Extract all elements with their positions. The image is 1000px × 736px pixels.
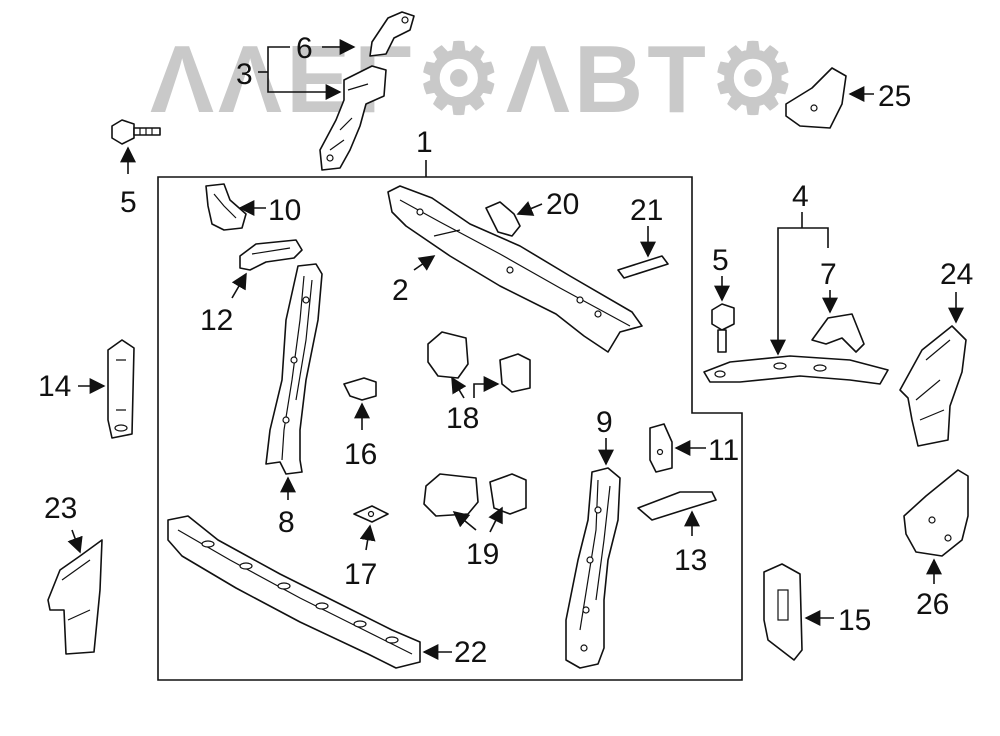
label-21: 21 [630,194,663,227]
part-14-bracket [107,339,135,439]
callout-labels: 1 2 3 4 5 5 6 7 8 9 10 11 12 13 14 15 16… [38,32,973,669]
part-2-upper-support [387,185,643,353]
label-8: 8 [278,506,295,539]
part-12-bracket [239,239,303,271]
label-2: 2 [392,274,409,307]
part-17-clip [353,505,389,523]
label-22: 22 [454,636,487,669]
part-20-bracket [485,201,521,237]
label-20: 20 [546,188,579,221]
assembly-frame [157,176,743,681]
label-14: 14 [38,370,71,403]
part-22-lower-support [167,515,421,669]
part-19-mount [423,473,527,517]
part-26-bracket [903,469,969,557]
label-19: 19 [466,538,499,571]
label-12: 12 [200,304,233,337]
label-4: 4 [792,180,809,213]
label-25: 25 [878,80,911,113]
part-11-bracket [649,423,673,473]
label-1: 1 [416,126,433,159]
label-23: 23 [44,492,77,525]
part-9-side-support-right [565,467,621,669]
label-17: 17 [344,558,377,591]
part-4-crossmember [703,355,889,385]
part-10-bracket [205,183,247,231]
part-25-bracket [785,67,847,129]
label-3: 3 [236,58,253,91]
label-5-left: 5 [120,186,137,219]
leader-lines [67,39,964,660]
part-5-bolt-left [111,119,161,145]
part-5-bolt-right [711,303,735,353]
label-24: 24 [940,258,973,291]
part-24-bracket [899,325,967,447]
part-7-bracket [811,313,865,353]
label-7: 7 [820,258,837,291]
part-3-support [319,65,387,171]
label-10: 10 [268,194,301,227]
label-26: 26 [916,588,949,621]
part-23-bracket [47,539,103,655]
label-11: 11 [708,434,739,467]
part-6-bracket [369,11,415,57]
watermark-logo: ΛΛΕΓ⚙ΛΒΤ⚙ [150,26,800,133]
label-5-right: 5 [712,244,729,277]
part-13-bracket [637,491,717,521]
part-8-side-support-left [265,263,323,475]
part-16-clip [343,377,377,401]
label-16: 16 [344,438,377,471]
part-15-bracket [763,563,803,661]
label-18: 18 [446,402,479,435]
label-9: 9 [596,406,613,439]
label-6: 6 [296,32,313,65]
label-15: 15 [838,604,871,637]
label-13: 13 [674,544,707,577]
part-18-mount [427,331,531,393]
part-21-plate [617,255,669,279]
